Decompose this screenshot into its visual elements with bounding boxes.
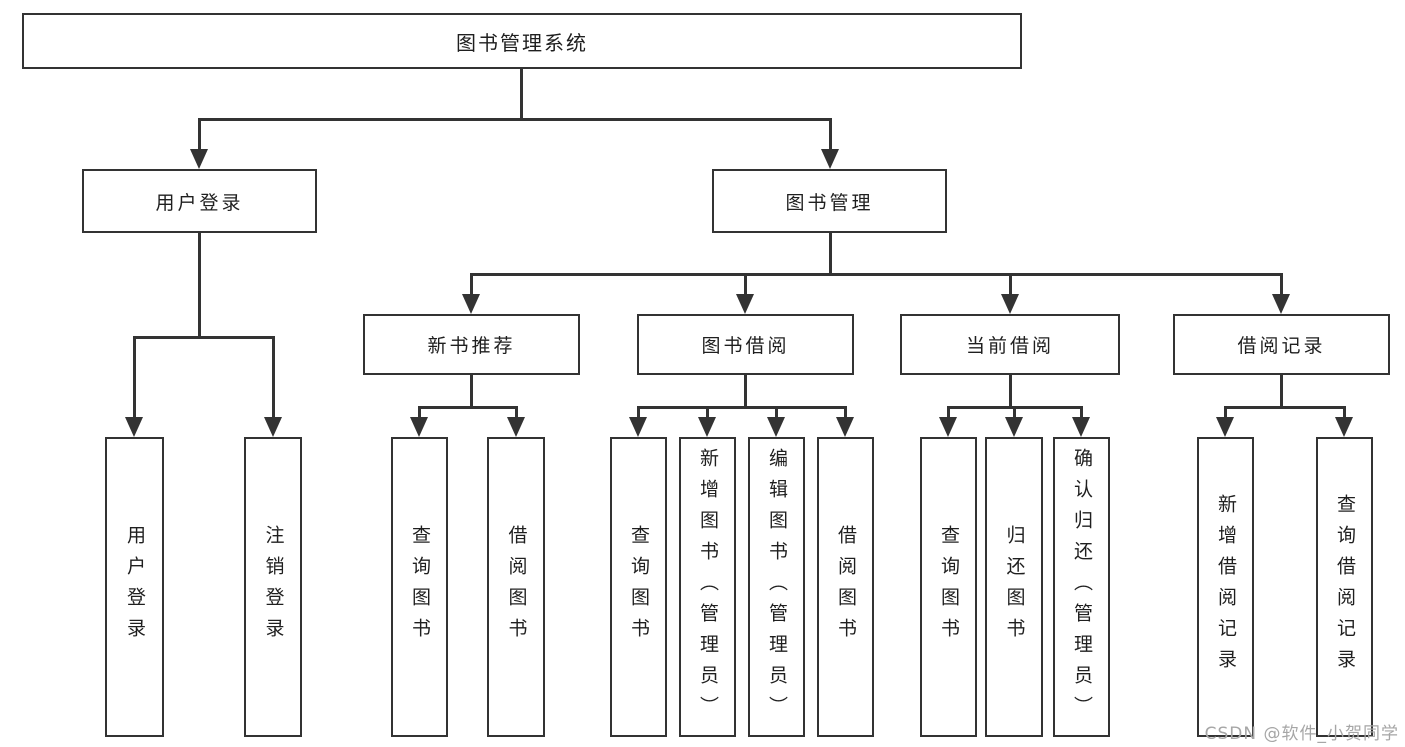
leaf-query-book-label: 查询图书	[409, 525, 431, 649]
leaf-user-login-label: 用户登录	[124, 525, 146, 649]
connector-line	[1223, 407, 1227, 418]
connector-line	[828, 119, 832, 150]
node-borrow-record: 借阅记录	[1173, 314, 1390, 375]
leaf-query-book-label: 查询图书	[628, 525, 650, 649]
arrow-down-icon	[1072, 417, 1090, 437]
arrow-down-icon	[507, 417, 525, 437]
node-book-borrow-label: 图书借阅	[701, 335, 790, 357]
connector-line	[1079, 407, 1083, 418]
node-book-mgmt: 图书管理	[712, 169, 947, 233]
leaf-return-book: 归还图书	[985, 437, 1043, 737]
connector-line	[828, 233, 832, 274]
leaf-add-book-admin: 新增图书（管理员）	[679, 437, 736, 737]
node-user-login: 用户登录	[82, 169, 317, 233]
arrow-down-icon	[767, 417, 785, 437]
leaf-query-borrow-record: 查询借阅记录	[1316, 437, 1373, 737]
connector-line	[1279, 274, 1283, 295]
node-new-book-rec: 新书推荐	[363, 314, 580, 375]
connector-line	[519, 69, 523, 119]
connector-line	[843, 407, 847, 418]
node-user-login-label: 用户登录	[155, 191, 244, 214]
connector-line	[705, 407, 709, 418]
node-book-borrow: 图书借阅	[637, 314, 854, 375]
arrow-down-icon	[1005, 417, 1023, 437]
node-current-borrow-label: 当前借阅	[965, 335, 1054, 357]
leaf-logout: 注销登录	[244, 437, 302, 737]
arrow-down-icon	[1001, 294, 1019, 314]
node-borrow-record-label: 借阅记录	[1237, 335, 1326, 357]
connector-line	[743, 375, 747, 407]
connector-line	[417, 405, 518, 409]
leaf-borrow-book-label: 借阅图书	[835, 525, 857, 649]
connector-line	[197, 233, 201, 337]
connector-line	[1012, 407, 1016, 418]
connector-line	[946, 407, 950, 418]
arrow-down-icon	[1272, 294, 1290, 314]
arrow-down-icon	[698, 417, 716, 437]
leaf-query-book: 查询图书	[920, 437, 977, 737]
leaf-query-book-label: 查询图书	[938, 525, 960, 649]
arrow-down-icon	[629, 417, 647, 437]
leaf-borrow-book: 借阅图书	[817, 437, 874, 737]
connector-line	[469, 272, 1283, 276]
connector-line	[469, 375, 473, 407]
leaf-add-borrow-record: 新增借阅记录	[1197, 437, 1254, 737]
connector-line	[469, 274, 473, 295]
connector-line	[1279, 375, 1283, 407]
arrow-down-icon	[264, 417, 282, 437]
connector-line	[514, 407, 518, 418]
leaf-user-login: 用户登录	[105, 437, 164, 737]
arrow-down-icon	[190, 149, 208, 169]
leaf-query-book: 查询图书	[610, 437, 667, 737]
connector-line	[132, 335, 275, 339]
leaf-query-borrow-record-label: 查询借阅记录	[1334, 494, 1356, 680]
node-new-book-rec-label: 新书推荐	[427, 335, 516, 357]
connector-line	[1223, 405, 1346, 409]
arrow-down-icon	[821, 149, 839, 169]
connector-line	[1008, 274, 1012, 295]
arrow-down-icon	[125, 417, 143, 437]
node-root-label: 图书管理系统	[456, 30, 588, 55]
leaf-edit-book-admin: 编辑图书（管理员）	[748, 437, 805, 737]
connector-line	[774, 407, 778, 418]
leaf-borrow-book: 借阅图书	[487, 437, 545, 737]
arrow-down-icon	[736, 294, 754, 314]
leaf-add-borrow-record-label: 新增借阅记录	[1215, 494, 1237, 680]
connector-line	[197, 119, 201, 150]
arrow-down-icon	[1335, 417, 1353, 437]
leaf-add-book-admin-label: 新增图书（管理员）	[697, 447, 719, 727]
leaf-edit-book-admin-label: 编辑图书（管理员）	[766, 447, 788, 727]
connector-line	[743, 274, 747, 295]
connector-line	[636, 407, 640, 418]
arrow-down-icon	[939, 417, 957, 437]
connector-line	[271, 337, 275, 418]
arrow-down-icon	[836, 417, 854, 437]
leaf-confirm-return-admin-label: 确认归还（管理员）	[1071, 447, 1093, 727]
leaf-return-book-label: 归还图书	[1003, 525, 1026, 649]
leaf-logout-label: 注销登录	[262, 525, 285, 649]
watermark: CSDN @软件_小贺同学	[1204, 724, 1399, 744]
leaf-query-book: 查询图书	[391, 437, 448, 737]
connector-line	[417, 407, 421, 418]
arrow-down-icon	[410, 417, 428, 437]
connector-line	[636, 405, 847, 409]
leaf-borrow-book-label: 借阅图书	[505, 525, 528, 649]
arrow-down-icon	[1216, 417, 1234, 437]
node-current-borrow: 当前借阅	[900, 314, 1120, 375]
connector-line	[197, 117, 832, 121]
connector-line	[1008, 375, 1012, 407]
connector-line	[1342, 407, 1346, 418]
leaf-confirm-return-admin: 确认归还（管理员）	[1053, 437, 1110, 737]
node-book-mgmt-label: 图书管理	[785, 191, 874, 214]
connector-line	[132, 337, 136, 418]
node-root: 图书管理系统	[22, 13, 1022, 69]
arrow-down-icon	[462, 294, 480, 314]
